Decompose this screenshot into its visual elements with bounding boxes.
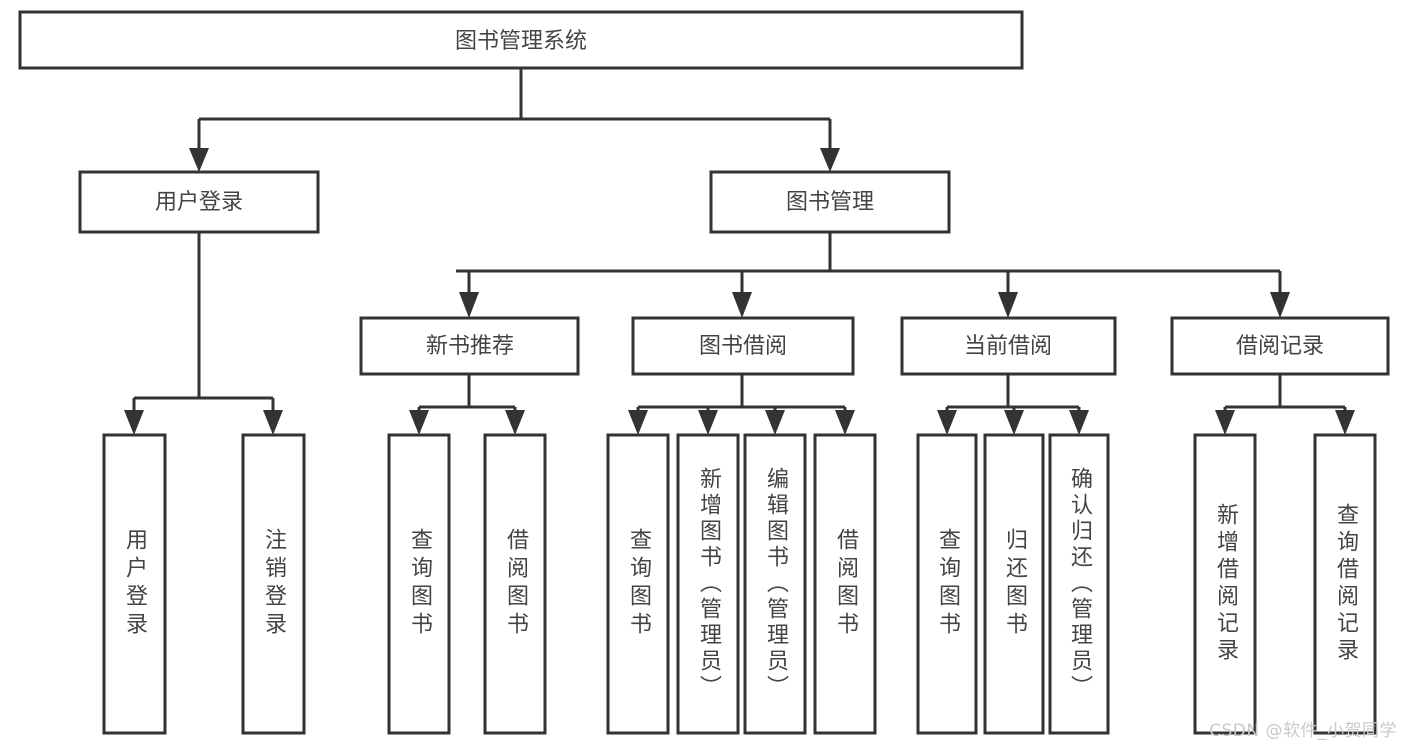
node-leaf-confirm-return[interactable]: 确认归还（管理员） xyxy=(1048,433,1110,735)
node-leaf-borrow-book[interactable]: 借阅图书 xyxy=(813,433,877,735)
arrow-head-book-manage xyxy=(820,148,840,172)
node-leaf-return-book-label: 归还图书 xyxy=(1002,528,1028,640)
node-leaf-add-borrow-record-box[interactable] xyxy=(1193,433,1257,735)
arrow-head-leaf-return-book xyxy=(1004,410,1024,435)
node-leaf-query-book-rec-box[interactable] xyxy=(387,433,451,735)
node-user-login[interactable]: 用户登录 xyxy=(78,170,320,234)
node-user-login-label: 用户登录 xyxy=(155,190,243,215)
arrow-head-current-borrow xyxy=(998,292,1018,318)
node-current-borrow[interactable]: 当前借阅 xyxy=(900,316,1117,376)
node-leaf-add-book-label: 新增图书（管理员） xyxy=(696,467,722,701)
node-leaf-borrow-book-rec-label: 借阅图书 xyxy=(503,528,529,640)
node-leaf-query-book-current[interactable]: 查询图书 xyxy=(916,433,978,735)
node-leaf-query-borrow-record[interactable]: 查询借阅记录 xyxy=(1313,433,1377,735)
arrow-head-leaf-borrow-book-rec xyxy=(505,410,525,435)
node-leaf-query-book-rec[interactable]: 查询图书 xyxy=(387,433,451,735)
arrow-head-leaf-query-book-borrow xyxy=(628,410,648,435)
node-leaf-logout-label: 注销登录 xyxy=(261,528,287,640)
node-leaf-borrow-book-rec-box[interactable] xyxy=(483,433,547,735)
node-book-manage[interactable]: 图书管理 xyxy=(709,170,951,234)
arrow-head-borrow-record xyxy=(1270,292,1290,318)
node-leaf-add-borrow-record-label: 新增借阅记录 xyxy=(1213,503,1239,665)
node-leaf-add-borrow-record[interactable]: 新增借阅记录 xyxy=(1193,433,1257,735)
connector-layer xyxy=(124,68,1355,435)
node-book-manage-label: 图书管理 xyxy=(786,190,874,215)
node-leaf-borrow-book-rec[interactable]: 借阅图书 xyxy=(483,433,547,735)
node-leaf-query-book-current-box[interactable] xyxy=(916,433,978,735)
node-book-borrow-box[interactable] xyxy=(631,316,855,376)
node-leaf-query-book-current-label: 查询图书 xyxy=(935,528,961,640)
arrow-head-book-borrow xyxy=(732,292,752,318)
node-leaf-query-book-borrow-label: 查询图书 xyxy=(626,528,652,640)
node-root-label: 图书管理系统 xyxy=(455,29,587,54)
arrow-head-leaf-borrow-book xyxy=(835,410,855,435)
node-leaf-query-book-rec-label: 查询图书 xyxy=(407,528,433,640)
node-book-manage-box[interactable] xyxy=(709,170,951,234)
arrow-head-leaf-confirm-return xyxy=(1069,410,1089,435)
arrow-head-leaf-user-login xyxy=(124,410,144,435)
node-borrow-record-label: 借阅记录 xyxy=(1236,334,1324,359)
node-leaf-logout-box[interactable] xyxy=(241,433,306,735)
arrow-head-new-book-rec xyxy=(459,292,479,318)
node-leaf-query-borrow-record-box[interactable] xyxy=(1313,433,1377,735)
node-leaf-confirm-return-label: 确认归还（管理员） xyxy=(1067,467,1093,701)
node-leaf-query-book-borrow-box[interactable] xyxy=(606,433,670,735)
node-root-box[interactable] xyxy=(18,10,1024,70)
arrow-head-leaf-query-book-current xyxy=(937,410,957,435)
node-new-book-rec-box[interactable] xyxy=(359,316,580,376)
node-leaf-user-login-box[interactable] xyxy=(102,433,167,735)
node-leaf-return-book-box[interactable] xyxy=(983,433,1045,735)
node-current-borrow-label: 当前借阅 xyxy=(964,334,1052,359)
arrow-head-leaf-add-book xyxy=(698,410,718,435)
node-leaf-return-book[interactable]: 归还图书 xyxy=(983,433,1045,735)
node-leaf-query-book-borrow[interactable]: 查询图书 xyxy=(606,433,670,735)
node-leaf-user-login[interactable]: 用户登录 xyxy=(102,433,167,735)
arrow-head-leaf-add-borrow-record xyxy=(1215,410,1235,435)
node-new-book-rec[interactable]: 新书推荐 xyxy=(359,316,580,376)
node-leaf-edit-book-box[interactable] xyxy=(743,433,807,735)
node-leaf-confirm-return-box[interactable] xyxy=(1048,433,1110,735)
node-book-borrow[interactable]: 图书借阅 xyxy=(631,316,855,376)
node-leaf-edit-book[interactable]: 编辑图书（管理员） xyxy=(743,433,807,735)
node-new-book-rec-label: 新书推荐 xyxy=(426,334,514,359)
node-root[interactable]: 图书管理系统 xyxy=(18,10,1024,70)
arrow-head-leaf-edit-book xyxy=(765,410,785,435)
node-user-login-box[interactable] xyxy=(78,170,320,234)
node-leaf-borrow-book-box[interactable] xyxy=(813,433,877,735)
arrow-head-user-login xyxy=(189,148,209,172)
node-borrow-record-box[interactable] xyxy=(1170,316,1390,376)
arrow-head-leaf-query-book-rec xyxy=(409,410,429,435)
node-current-borrow-box[interactable] xyxy=(900,316,1117,376)
node-book-borrow-label: 图书借阅 xyxy=(699,334,787,359)
arrow-head-leaf-logout xyxy=(263,410,283,435)
node-borrow-record[interactable]: 借阅记录 xyxy=(1170,316,1390,376)
node-leaf-edit-book-label: 编辑图书（管理员） xyxy=(763,467,789,701)
node-leaf-add-book-box[interactable] xyxy=(676,433,740,735)
node-leaf-borrow-book-label: 借阅图书 xyxy=(833,528,859,640)
node-leaf-user-login-label: 用户登录 xyxy=(122,528,148,640)
node-leaf-add-book[interactable]: 新增图书（管理员） xyxy=(676,433,740,735)
arrow-head-leaf-query-borrow-record xyxy=(1335,410,1355,435)
node-leaf-query-borrow-record-label: 查询借阅记录 xyxy=(1333,503,1359,665)
node-leaf-logout[interactable]: 注销登录 xyxy=(241,433,306,735)
